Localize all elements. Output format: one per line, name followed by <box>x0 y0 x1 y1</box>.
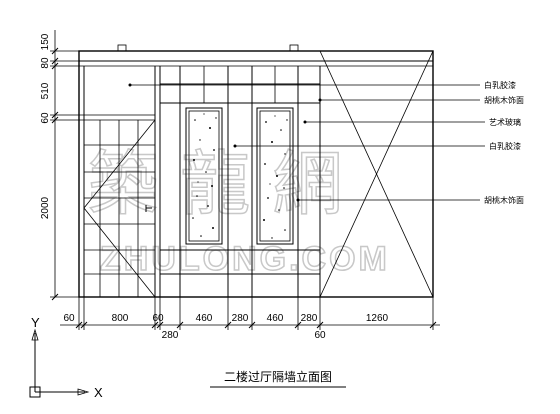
dim-v-510: 510 <box>40 82 51 99</box>
annotation-leaders <box>128 83 485 202</box>
art-glass-panel-right <box>256 107 294 245</box>
dim-v-80: 80 <box>40 57 51 69</box>
right-opening <box>319 50 434 298</box>
dim-h-60-mid: 60 <box>152 313 164 324</box>
axis-label-x: X <box>94 385 103 400</box>
watermark-latin: ZHULONG.COM <box>100 240 390 278</box>
dim-v-60: 60 <box>40 112 51 124</box>
dim-h-60-left: 60 <box>63 313 75 324</box>
horizontal-dimension <box>60 297 440 330</box>
axis-label-y: Y <box>31 315 40 330</box>
note-walnut-veneer-2: 胡桃木饰面 <box>484 195 524 205</box>
dim-h-280-lower: 280 <box>162 330 179 341</box>
dim-v-2000: 2000 <box>40 196 51 219</box>
drawing-title: 二楼过厅隔墙立面图 <box>224 369 332 384</box>
dim-h-280-right: 280 <box>301 313 318 324</box>
dim-v-150: 150 <box>40 33 51 50</box>
dim-h-60-lower: 60 <box>314 330 326 341</box>
watermark-chinese: 築 龍 網 <box>88 143 343 225</box>
note-art-glass: 艺术玻璃 <box>489 117 521 127</box>
dim-h-800: 800 <box>112 313 129 324</box>
dim-h-1260: 1260 <box>366 313 389 324</box>
vertical-dimension <box>50 30 84 301</box>
center-walnut-frame <box>159 66 321 298</box>
note-white-latex-1: 白乳胶漆 <box>484 80 516 90</box>
note-white-latex-2: 白乳胶漆 <box>489 141 521 151</box>
dim-h-460-left: 460 <box>196 313 213 324</box>
dim-h-280-mid: 280 <box>232 313 249 324</box>
dim-h-460-right: 460 <box>267 313 284 324</box>
note-walnut-veneer-1: 胡桃木饰面 <box>484 95 524 105</box>
ucs-axis-icon <box>29 328 90 398</box>
art-glass-panel-left <box>185 107 223 245</box>
